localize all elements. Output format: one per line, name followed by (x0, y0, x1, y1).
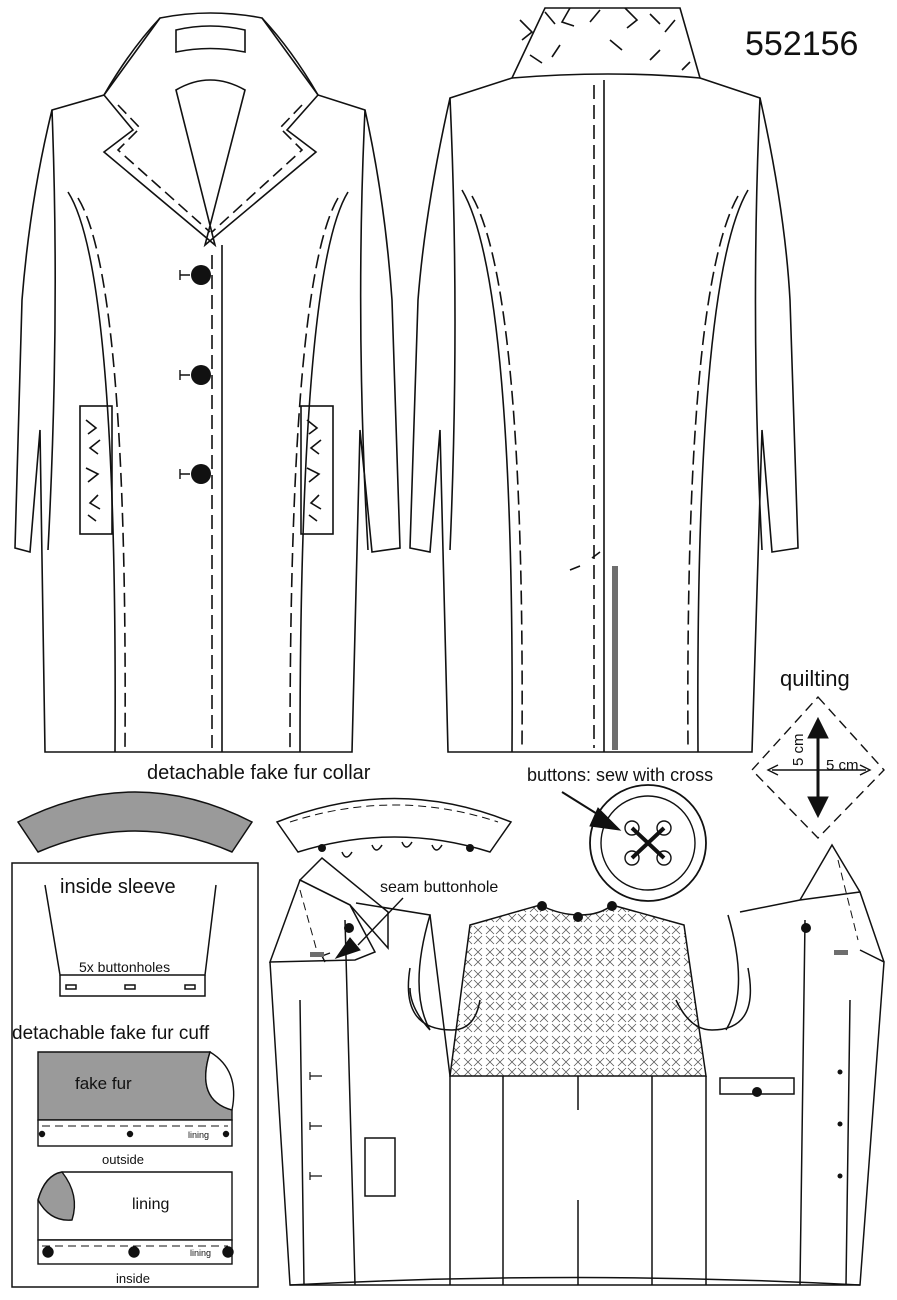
outside-label: outside (102, 1152, 144, 1167)
inside-label: inside (116, 1271, 150, 1286)
collar-button (318, 844, 326, 852)
inside-sleeve-title: inside sleeve (60, 876, 176, 898)
inside-view-buttons (344, 901, 843, 1179)
button-detail (561, 784, 707, 902)
seam-buttonhole-label: seam buttonhole (380, 879, 498, 896)
coat-inside-view (268, 843, 885, 1286)
button (191, 365, 211, 385)
seam-buttonhole-marker (834, 950, 848, 955)
sleeve-cuff-panel (11, 862, 259, 1288)
coat-front-view (14, 12, 401, 753)
inside-view-buttonholes (309, 952, 331, 1180)
button (191, 265, 211, 285)
quilt-dimension-horizontal: 5 cm (826, 757, 859, 774)
seam-buttonhole-arrow (334, 897, 404, 959)
cuff-inside (37, 1171, 234, 1265)
back-vent-zipper (612, 566, 618, 750)
quilt-dimension-vertical: 5 cm (790, 733, 807, 766)
quilting-diagram (751, 695, 885, 840)
front-buttons (179, 265, 211, 484)
seam-buttonhole-marker (310, 952, 324, 957)
collar-pattern-piece (275, 797, 513, 858)
fake-fur-label: fake fur (75, 1074, 132, 1093)
buttonholes-label: 5x buttonholes (79, 959, 170, 975)
lining-label-large: lining (132, 1196, 169, 1213)
quilting-title: quilting (780, 666, 850, 691)
buttons-note: buttons: sew with cross (527, 765, 713, 785)
collar-button (466, 844, 474, 852)
fur-collar-shape (16, 791, 254, 853)
lining-label-small-2: lining (190, 1248, 211, 1258)
collar-title: detachable fake fur collar (147, 762, 371, 784)
pattern-number: 552156 (745, 25, 858, 63)
cuff-outside (37, 1050, 235, 1147)
inside-sleeve-drawing (44, 884, 217, 997)
coat-back-view (409, 7, 799, 753)
cuff-title: detachable fake fur cuff (12, 1023, 210, 1044)
button (191, 464, 211, 484)
lining-label-small: lining (188, 1130, 209, 1140)
